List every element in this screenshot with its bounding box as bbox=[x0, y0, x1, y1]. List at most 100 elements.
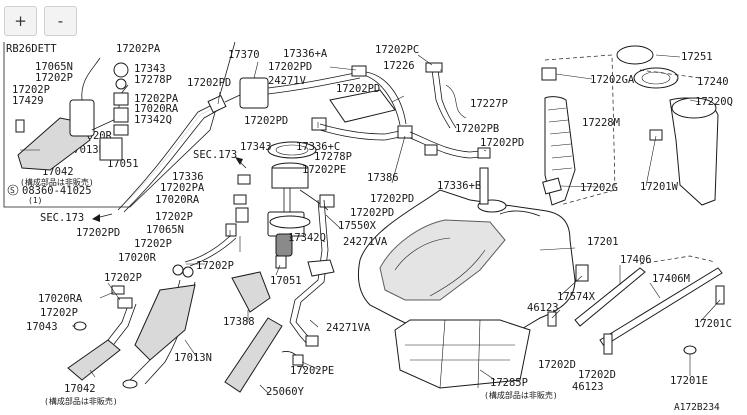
zoom-out-button[interactable]: - bbox=[44, 6, 77, 36]
label-17388: 17388 bbox=[223, 316, 255, 328]
label-17202PA: 17202PA bbox=[160, 182, 205, 194]
part-labels: 17370 17336+A 17202PC 17202PD 17202PD 24… bbox=[26, 44, 733, 413]
inset-screw-part: 08360-41025 bbox=[22, 185, 92, 197]
fuel-pump-assembly bbox=[267, 141, 335, 269]
label-24271V: 24271V bbox=[268, 75, 307, 87]
filler-neck bbox=[541, 45, 719, 206]
label-17051: 17051 bbox=[270, 275, 302, 287]
inset-title: RB26DETT bbox=[6, 43, 57, 55]
label-17386: 17386 bbox=[367, 172, 399, 184]
inset-fuel-pump bbox=[69, 99, 95, 137]
label-17226: 17226 bbox=[383, 60, 415, 72]
drawing-number: A172B234 bbox=[674, 402, 720, 413]
inset-note: (構成部品は非販売) bbox=[20, 177, 94, 187]
inset-label-17051: 17051 bbox=[107, 158, 139, 170]
label-17202PD-2: 17202PD bbox=[268, 61, 312, 73]
label-17202G: 17202G bbox=[580, 182, 618, 194]
label-17202PD-8: 17202PD bbox=[76, 227, 120, 239]
part-24271V bbox=[329, 89, 396, 123]
inset-label-17202PA: 17202PA bbox=[116, 43, 161, 55]
label-46123-1: 46123 bbox=[527, 302, 559, 314]
label-17065N: 17065N bbox=[146, 224, 184, 236]
label-17336C: 17336+C bbox=[296, 141, 340, 153]
leader-lines bbox=[72, 54, 721, 394]
label-17285P-note: (構成部品は非販売) bbox=[484, 390, 558, 400]
label-17202P-3: 17202P bbox=[196, 260, 234, 272]
label-17202PD-7: 17202PD bbox=[350, 207, 394, 219]
part-17370-filter bbox=[239, 77, 269, 109]
label-17020R: 17020R bbox=[118, 252, 157, 264]
label-17336A: 17336+A bbox=[283, 48, 328, 60]
fuel-tank-17201 bbox=[357, 167, 576, 389]
inset-label-17202P-b: 17202P bbox=[12, 84, 50, 96]
inset-label-17342Q: 17342Q bbox=[134, 114, 172, 126]
part-25060Y bbox=[224, 317, 283, 393]
zoom-in-button[interactable]: + bbox=[4, 6, 37, 36]
label-17336: 17336 bbox=[172, 171, 204, 183]
label-17020RA: 17020RA bbox=[155, 194, 200, 206]
left-feed-lines bbox=[122, 174, 251, 389]
label-17278P: 17278P bbox=[314, 151, 352, 163]
label-17201E: 17201E bbox=[670, 375, 708, 387]
label-17342Q: 17342Q bbox=[288, 232, 326, 244]
label-17251: 17251 bbox=[681, 51, 713, 63]
label-17202PB: 17202PB bbox=[455, 123, 499, 135]
label-17202PE-2: 17202PE bbox=[290, 365, 334, 377]
label-17202P-1: 17202P bbox=[155, 211, 193, 223]
part-24271VA-clip bbox=[307, 259, 335, 277]
label-17370: 17370 bbox=[228, 49, 260, 61]
label-17202PD-1: 17202PD bbox=[187, 77, 231, 89]
inset-label-17202PA-b: 17202PA bbox=[134, 93, 179, 105]
label-17202PD-3: 17202PD bbox=[336, 83, 380, 95]
part-17251-cap bbox=[616, 45, 654, 65]
label-17202D-2: 17202D bbox=[578, 369, 616, 381]
label-17220Q: 17220Q bbox=[695, 96, 733, 108]
label-17574X: 17574X bbox=[557, 291, 596, 303]
label-17406: 17406 bbox=[620, 254, 652, 266]
label-24271VA-2: 24271VA bbox=[326, 322, 371, 334]
inset-label-17202P: 17202P bbox=[35, 72, 73, 84]
label-17201W: 17201W bbox=[640, 181, 679, 193]
label-17406M: 17406M bbox=[652, 273, 690, 285]
svg-text:S: S bbox=[10, 186, 15, 195]
part-17013N-bracket bbox=[134, 284, 196, 361]
label-17202PD-5: 17202PD bbox=[480, 137, 524, 149]
label-17202P-4: 17202P bbox=[104, 272, 142, 284]
label-17202D-1: 17202D bbox=[538, 359, 576, 371]
label-17202PE-1: 17202PE bbox=[302, 164, 346, 176]
part-17343-ring bbox=[267, 141, 317, 159]
label-sec173-center: SEC.173 bbox=[193, 149, 237, 161]
label-17202GA: 17202GA bbox=[590, 74, 635, 86]
sec173-left: SEC.173 bbox=[40, 212, 84, 224]
label-17042: 17042 bbox=[64, 383, 96, 395]
label-17042-note: (構成部品は非販売) bbox=[44, 396, 118, 406]
part-17042-group bbox=[67, 285, 137, 381]
label-17201: 17201 bbox=[587, 236, 619, 248]
label-25060Y: 25060Y bbox=[266, 386, 305, 398]
label-17285P: 17285P bbox=[490, 377, 528, 389]
label-17228M: 17228M bbox=[582, 117, 620, 129]
inset-label-17065N: 17065N bbox=[35, 61, 73, 73]
part-17285P-shield bbox=[394, 319, 531, 389]
inset-label-17343: 17343 bbox=[134, 63, 166, 75]
label-17201C: 17201C bbox=[694, 318, 732, 330]
part-17228M-hose bbox=[544, 96, 576, 206]
label-17227P: 17227P bbox=[470, 98, 508, 110]
label-24271VA-1: 24271VA bbox=[343, 236, 388, 248]
label-17202PD-6: 17202PD bbox=[370, 193, 414, 205]
label-46123-2: 46123 bbox=[572, 381, 604, 393]
label-17202P-2: 17202P bbox=[134, 238, 172, 250]
inset-label-17020RA: 17020RA bbox=[134, 103, 179, 115]
inset-screw-qty: (1) bbox=[28, 196, 42, 205]
inset-rb26dett: RB26DETT 17202PA 17065N 17202P 17343 172… bbox=[3, 41, 236, 208]
tank-straps bbox=[547, 255, 725, 355]
label-17043: 17043 bbox=[26, 321, 58, 333]
label-17202PD-4: 17202PD bbox=[244, 115, 288, 127]
inset-label-17278P: 17278P bbox=[134, 74, 172, 86]
upper-hoses bbox=[117, 62, 491, 213]
label-17240: 17240 bbox=[697, 76, 729, 88]
label-17202PC: 17202PC bbox=[375, 44, 419, 56]
label-17343: 17343 bbox=[240, 141, 272, 153]
label-17020RA-2: 17020RA bbox=[38, 293, 83, 305]
